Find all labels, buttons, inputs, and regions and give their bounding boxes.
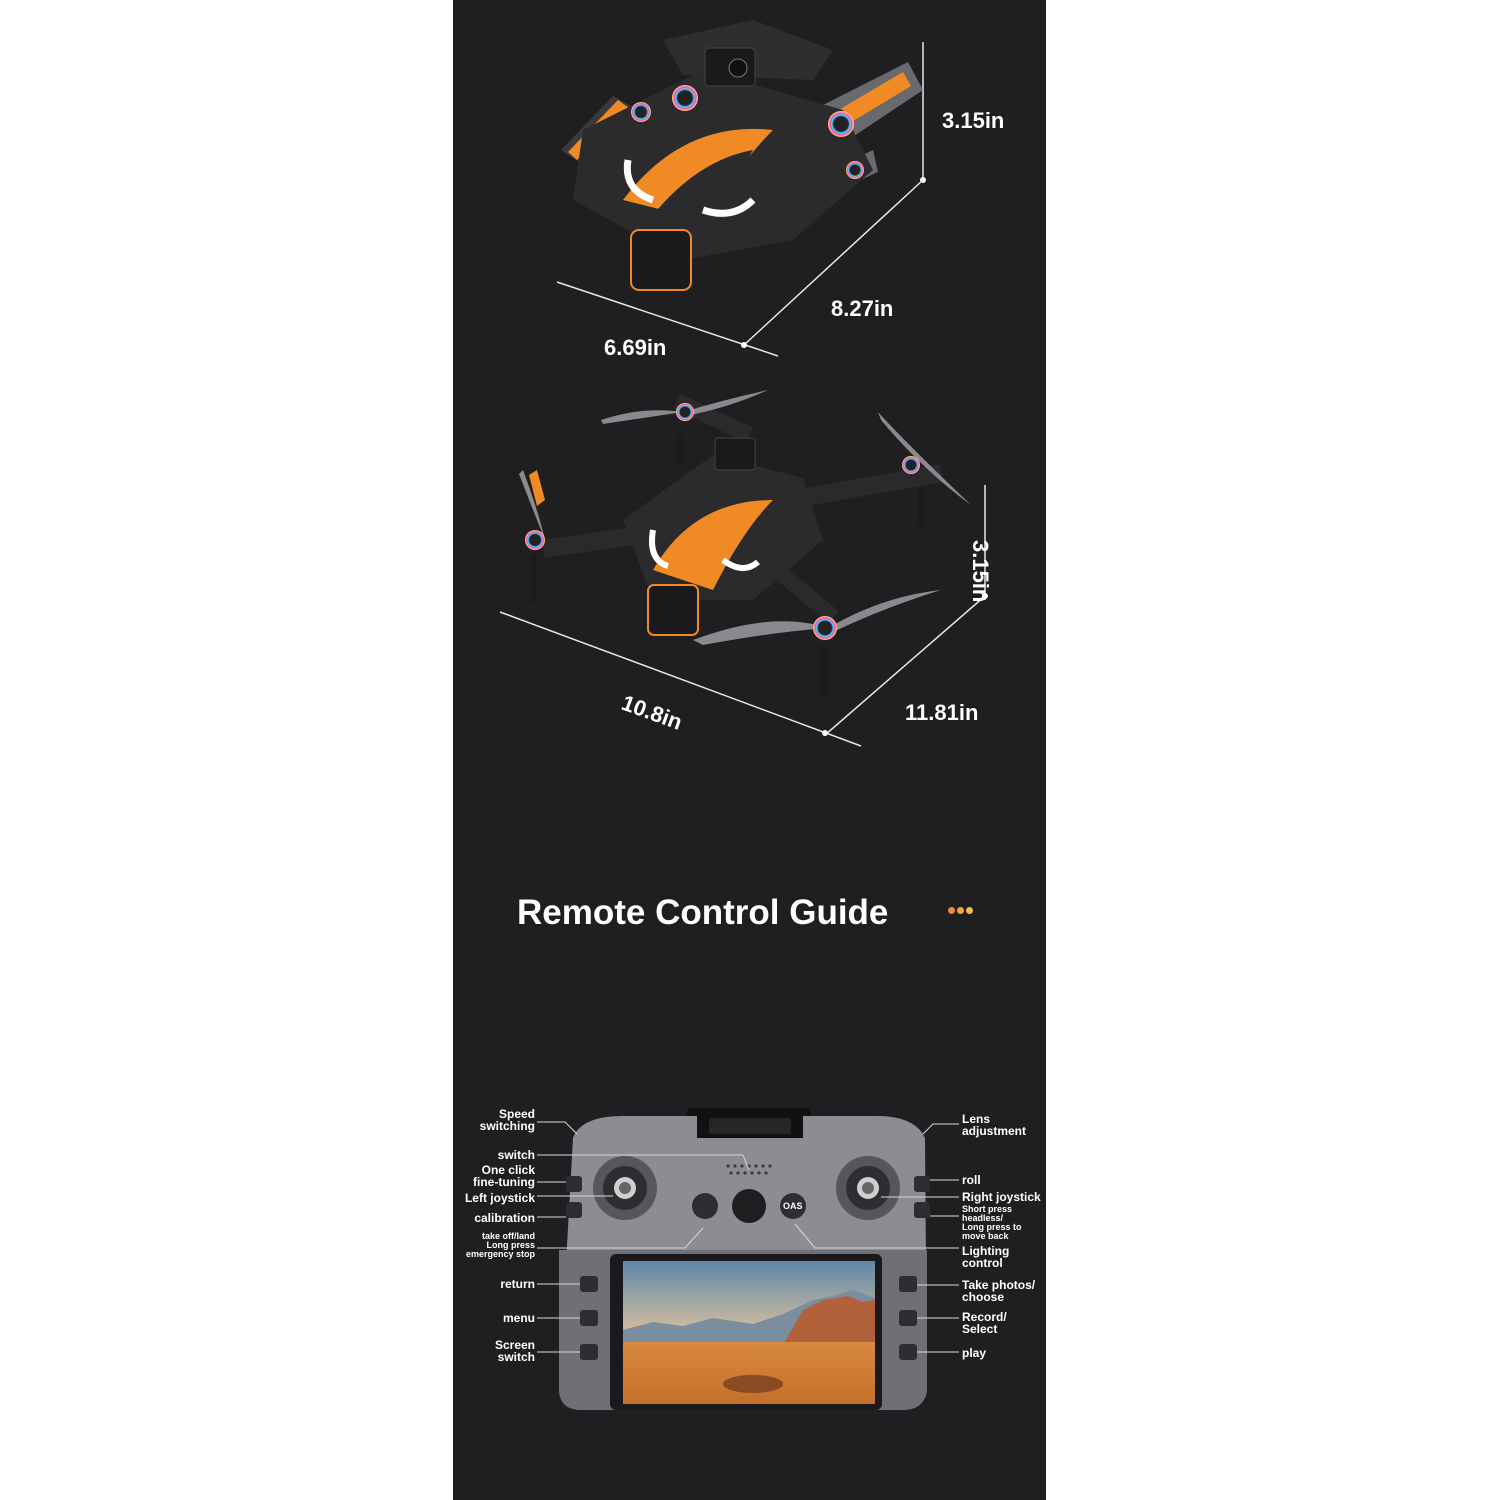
folded-length-label: 8.27in (831, 296, 894, 321)
folded-width-label: 6.69in (604, 335, 667, 360)
label-record-select: Record/Select (962, 1310, 1007, 1336)
label-left-joystick: Left joystick (464, 1191, 535, 1205)
label-switch: switch (497, 1148, 535, 1162)
unfolded-height-label: 3.15in (968, 540, 993, 603)
label-right-joystick: Right joystick (962, 1190, 1041, 1204)
oas-button-label: OAS (783, 1201, 803, 1211)
remote-controller-image (537, 1108, 959, 1410)
label-menu: menu (502, 1311, 535, 1325)
unfolded-width-label: 11.81in (905, 700, 979, 725)
product-illustration (499, 20, 988, 1410)
accent-dot (966, 907, 973, 914)
folded-height-label: 3.15in (942, 108, 1005, 133)
desert-landscape-screen (623, 1261, 875, 1404)
label-calibration: calibration (474, 1211, 535, 1225)
accent-dots (948, 901, 975, 919)
drone-folded-image (556, 20, 926, 357)
page-title: Remote Control Guide (517, 893, 889, 932)
label-return: return (500, 1277, 535, 1291)
accent-dot (948, 907, 955, 914)
label-roll: roll (962, 1173, 981, 1187)
drone-unfolded-image (499, 390, 988, 747)
product-panel: 3.15in 8.27in 6.69in 3.15in 10.8in 11.81… (453, 0, 1046, 1500)
label-take-photos: Take photos/choose (962, 1278, 1036, 1304)
accent-dot (957, 907, 964, 914)
label-play: play (962, 1346, 987, 1360)
